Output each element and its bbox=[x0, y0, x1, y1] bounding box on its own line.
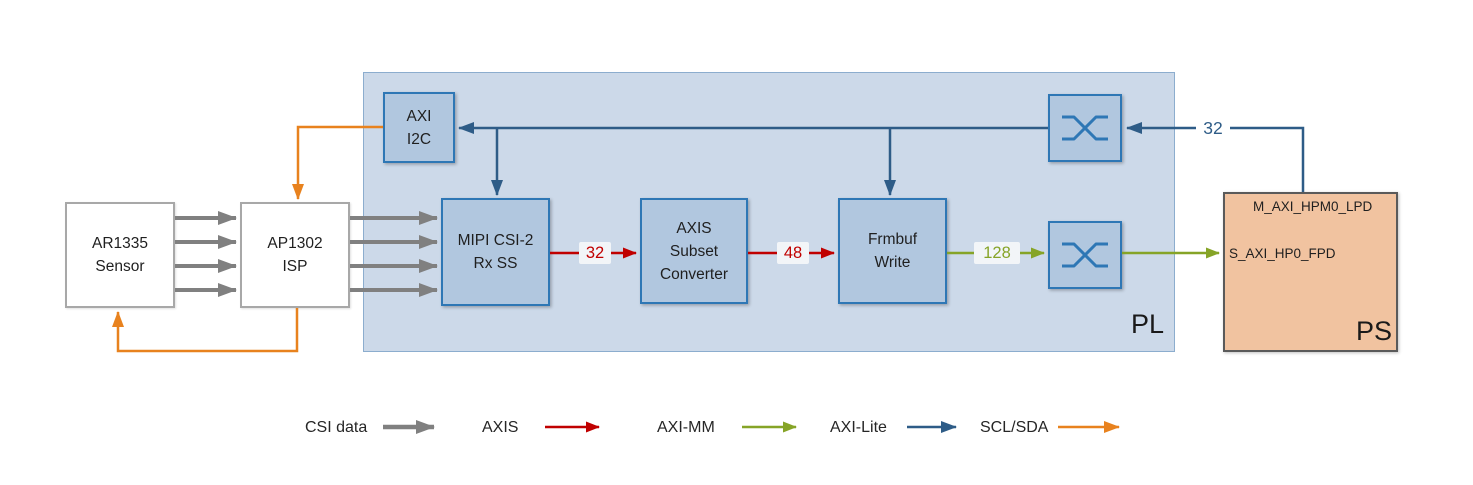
bus-width-axis-32: 32 bbox=[579, 242, 611, 264]
block-ap1302-isp: AP1302 ISP bbox=[240, 202, 350, 308]
crossbar-switch-icon bbox=[1062, 115, 1108, 141]
block-axi-i2c: AXI I2C bbox=[383, 92, 455, 163]
crossbar-switch-icon bbox=[1062, 242, 1108, 268]
legend-label-axi-mm: AXI-MM bbox=[657, 419, 715, 436]
block-smartconnect-axi-mm bbox=[1048, 221, 1122, 289]
legend-label-scl-sda: SCL/SDA bbox=[980, 419, 1049, 436]
bus-width-axi-lite-32: 32 bbox=[1196, 117, 1230, 139]
block-smartconnect-axi-lite bbox=[1048, 94, 1122, 162]
scl-sda-wire-isp-to-sensor bbox=[112, 308, 299, 353]
port-s-axi-hp0-fpd: S_AXI_HP0_FPD bbox=[1229, 246, 1336, 261]
ps-region-label: PS bbox=[1356, 316, 1393, 346]
port-m-axi-hpm0-lpd: M_AXI_HPM0_LPD bbox=[1253, 199, 1373, 214]
ps-region bbox=[1223, 192, 1398, 352]
bus-width-axis-48: 48 bbox=[777, 242, 809, 264]
block-mipi-csi2-rx-ss: MIPI CSI-2 Rx SS bbox=[441, 198, 550, 306]
legend-label-axi-lite: AXI-Lite bbox=[830, 419, 887, 436]
legend-label-axis: AXIS bbox=[482, 419, 519, 436]
block-frmbuf-write: Frmbuf Write bbox=[838, 198, 947, 304]
block-ar1335-sensor: AR1335 Sensor bbox=[65, 202, 175, 308]
block-axis-subset-converter: AXIS Subset Converter bbox=[640, 198, 748, 304]
bus-width-axi-mm-128: 128 bbox=[974, 242, 1020, 264]
pl-region-label: PL bbox=[1131, 309, 1165, 339]
legend-label-csi-data: CSI data bbox=[305, 419, 368, 436]
